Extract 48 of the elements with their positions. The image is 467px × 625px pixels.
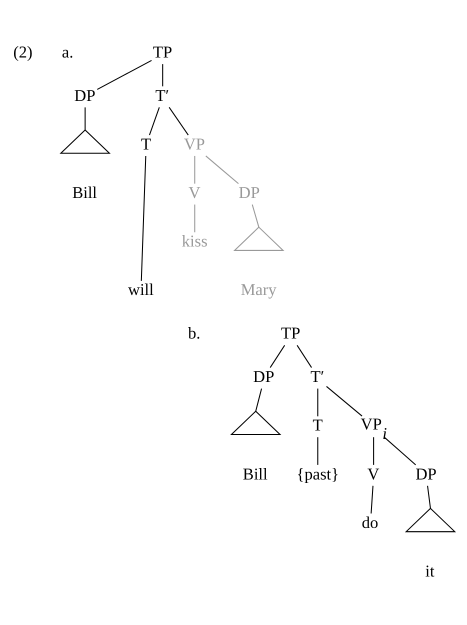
- connector: [140, 155, 146, 280]
- node-text: Bill: [242, 464, 268, 483]
- connector: [427, 485, 431, 508]
- node-text: T: [312, 415, 323, 434]
- connector: [162, 64, 164, 86]
- node-triangle: [404, 507, 456, 532]
- node-text: DP: [238, 182, 260, 202]
- node-triangle: [233, 226, 284, 250]
- connector: [205, 155, 239, 184]
- connector: [373, 436, 374, 464]
- connector: [370, 485, 374, 514]
- label: (2): [13, 42, 33, 61]
- node-text: {past}: [296, 464, 340, 483]
- label: b.: [188, 323, 200, 342]
- connector: [194, 155, 196, 184]
- connector: [317, 436, 318, 464]
- connector: [252, 204, 260, 227]
- connector: [168, 106, 189, 135]
- node-text: VP: [184, 134, 206, 153]
- connector: [296, 344, 312, 368]
- node-text: T′: [310, 366, 324, 386]
- node-text: TP: [281, 323, 300, 342]
- connector: [255, 388, 262, 411]
- connector: [97, 59, 152, 90]
- node-text: V: [188, 182, 200, 202]
- node-text: T: [140, 134, 152, 153]
- node-text: DP: [415, 464, 437, 483]
- connector: [384, 436, 416, 465]
- node-text: kiss: [182, 231, 208, 250]
- node-text: do: [362, 512, 378, 532]
- node-text: Mary: [240, 280, 277, 299]
- node-text: DP: [74, 85, 96, 104]
- node-text: it: [425, 560, 434, 580]
- connector: [317, 388, 318, 416]
- node-text: will: [128, 280, 154, 299]
- connector: [148, 106, 160, 135]
- node-text: T′: [155, 85, 170, 104]
- connector: [194, 204, 196, 232]
- node-text: TP: [152, 42, 172, 61]
- node-text: Bill: [72, 182, 98, 202]
- connector: [326, 386, 362, 416]
- node-text: V: [367, 464, 380, 483]
- connector: [84, 106, 86, 130]
- node-triangle: [230, 410, 282, 434]
- label: a.: [62, 42, 74, 61]
- node-triangle: [60, 128, 111, 154]
- connector: [270, 344, 286, 368]
- node-text: DP: [253, 366, 274, 386]
